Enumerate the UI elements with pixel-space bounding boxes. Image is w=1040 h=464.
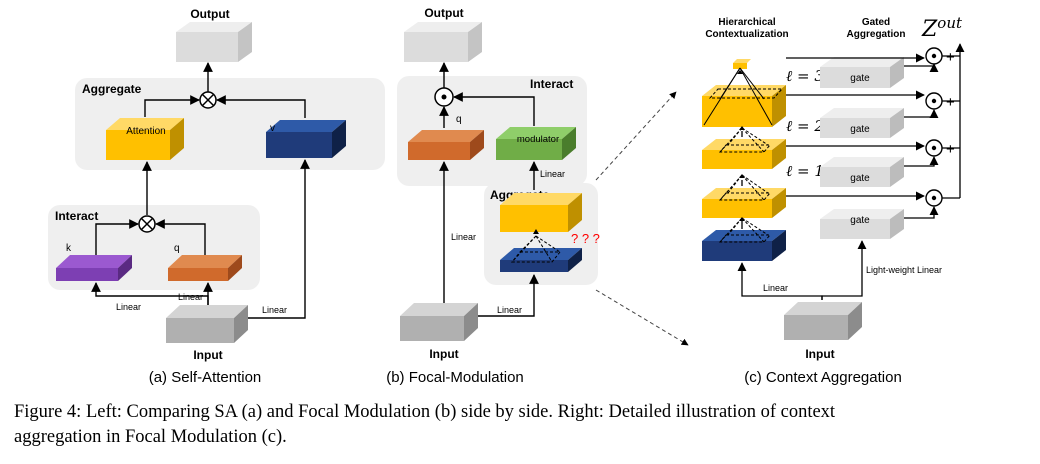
k-label: k: [66, 243, 72, 254]
arrows-a: [142, 62, 306, 215]
pyramid-icon-b: [510, 235, 562, 263]
arrows-b: [439, 62, 539, 317]
gate-label-2: gate: [850, 124, 870, 135]
plus-1: +: [946, 141, 955, 158]
input-label-b: Input: [429, 347, 458, 361]
level-2-block: [702, 139, 786, 169]
input-label-a: Input: [193, 348, 222, 362]
matmul-op-aggregate: [199, 91, 217, 109]
linear-q-label-b: Linear: [451, 232, 476, 242]
question-marks: ? ? ?: [571, 231, 600, 246]
q-label-b: q: [456, 114, 462, 125]
panel-b-focal-modulation: Output Interact q modulator Lin: [386, 6, 689, 386]
dashed-zoom-lines: [595, 91, 689, 346]
caption-b: (b) Focal-Modulation: [386, 369, 524, 386]
k-block: [56, 255, 132, 281]
gated-title-2: Aggregation: [847, 29, 906, 40]
linear-label-c: Linear: [763, 283, 788, 293]
caption-a: (a) Self-Attention: [149, 369, 262, 386]
figure-diagram: Output Aggregate Attention v: [48, 6, 965, 386]
gate-block-0: [820, 209, 904, 239]
arrows-a-interact: [91, 159, 310, 319]
aggregate-label: Aggregate: [82, 82, 142, 96]
caption-line-1: Figure 4: Left: Comparing SA (a) and Foc…: [14, 402, 836, 422]
linear-k-label: Linear: [116, 302, 141, 312]
elementwise-op-b: [434, 87, 454, 107]
pyramid-apex-arrows: [737, 70, 745, 221]
gate-label-0: gate: [850, 215, 870, 226]
input-block-c: [784, 302, 862, 340]
hier-title-1: Hierarchical: [718, 17, 775, 28]
zout-sup: out: [937, 14, 963, 32]
q-block-b: [408, 130, 484, 160]
linear-mod-label: Linear: [540, 169, 565, 179]
interact-label: Interact: [55, 209, 98, 223]
gate-block-1: [820, 157, 904, 187]
q-label-a: q: [174, 243, 180, 254]
input-block-b: [400, 303, 478, 341]
attention-block: [106, 118, 184, 160]
panel-c-context-aggregation: Hierarchical Contextualization Gated Agg…: [702, 14, 965, 386]
gate-label-3: gate: [850, 73, 870, 84]
arrowhead-b: [533, 229, 539, 234]
level-3-top-block: [733, 59, 751, 69]
lw-linear-label: Light-weight Linear: [866, 265, 942, 275]
output-block-b: [404, 22, 482, 62]
q-block-a: [168, 255, 242, 281]
gated-title-1: Gated: [862, 17, 890, 28]
caption-line-2: aggregation in Focal Modulation (c).: [14, 427, 287, 447]
output-block: [176, 22, 252, 62]
linear-q-label: Linear: [178, 292, 203, 302]
v-label: v: [270, 123, 275, 134]
elementwise-ops-c: [925, 47, 943, 207]
zout-base: Z: [921, 17, 938, 42]
attention-label: Attention: [126, 126, 165, 137]
v-block: [266, 120, 346, 158]
level-3-block: [702, 85, 786, 127]
linear-in-label-b: Linear: [497, 305, 522, 315]
arrows-c: [737, 43, 965, 300]
gate-label-1: gate: [850, 173, 870, 184]
input-label-c: Input: [805, 347, 834, 361]
output-label: Output: [190, 7, 229, 21]
interact-label-b: Interact: [530, 77, 573, 91]
zout-label: Zout: [921, 14, 963, 42]
linear-v-label: Linear: [262, 305, 287, 315]
modulator-label: modulator: [517, 134, 559, 145]
pyramid-icons-c: [703, 67, 784, 243]
figure-caption: Figure 4: Left: Comparing SA (a) and Foc…: [14, 400, 1024, 450]
gate-block-2: [820, 108, 904, 138]
output-label-b: Output: [424, 6, 463, 20]
plus-2: +: [946, 94, 955, 111]
level-2-label: ℓ = 2: [786, 117, 824, 135]
gate-block-3: [820, 57, 904, 88]
hier-title-2: Contextualization: [705, 29, 788, 40]
aggregate-yellow-block: [500, 193, 582, 232]
level-3-label: ℓ = 3: [786, 67, 824, 85]
level-1-label: ℓ = 1: [786, 162, 824, 180]
matmul-op-interact: [138, 215, 156, 233]
caption-c: (c) Context Aggregation: [744, 369, 902, 386]
modulator-block: [496, 127, 576, 160]
plus-3: +: [946, 49, 955, 66]
elementwise-dots-c: [931, 53, 937, 201]
panel-a-self-attention: Output Aggregate Attention v: [48, 7, 385, 386]
input-block-a: [166, 305, 248, 343]
